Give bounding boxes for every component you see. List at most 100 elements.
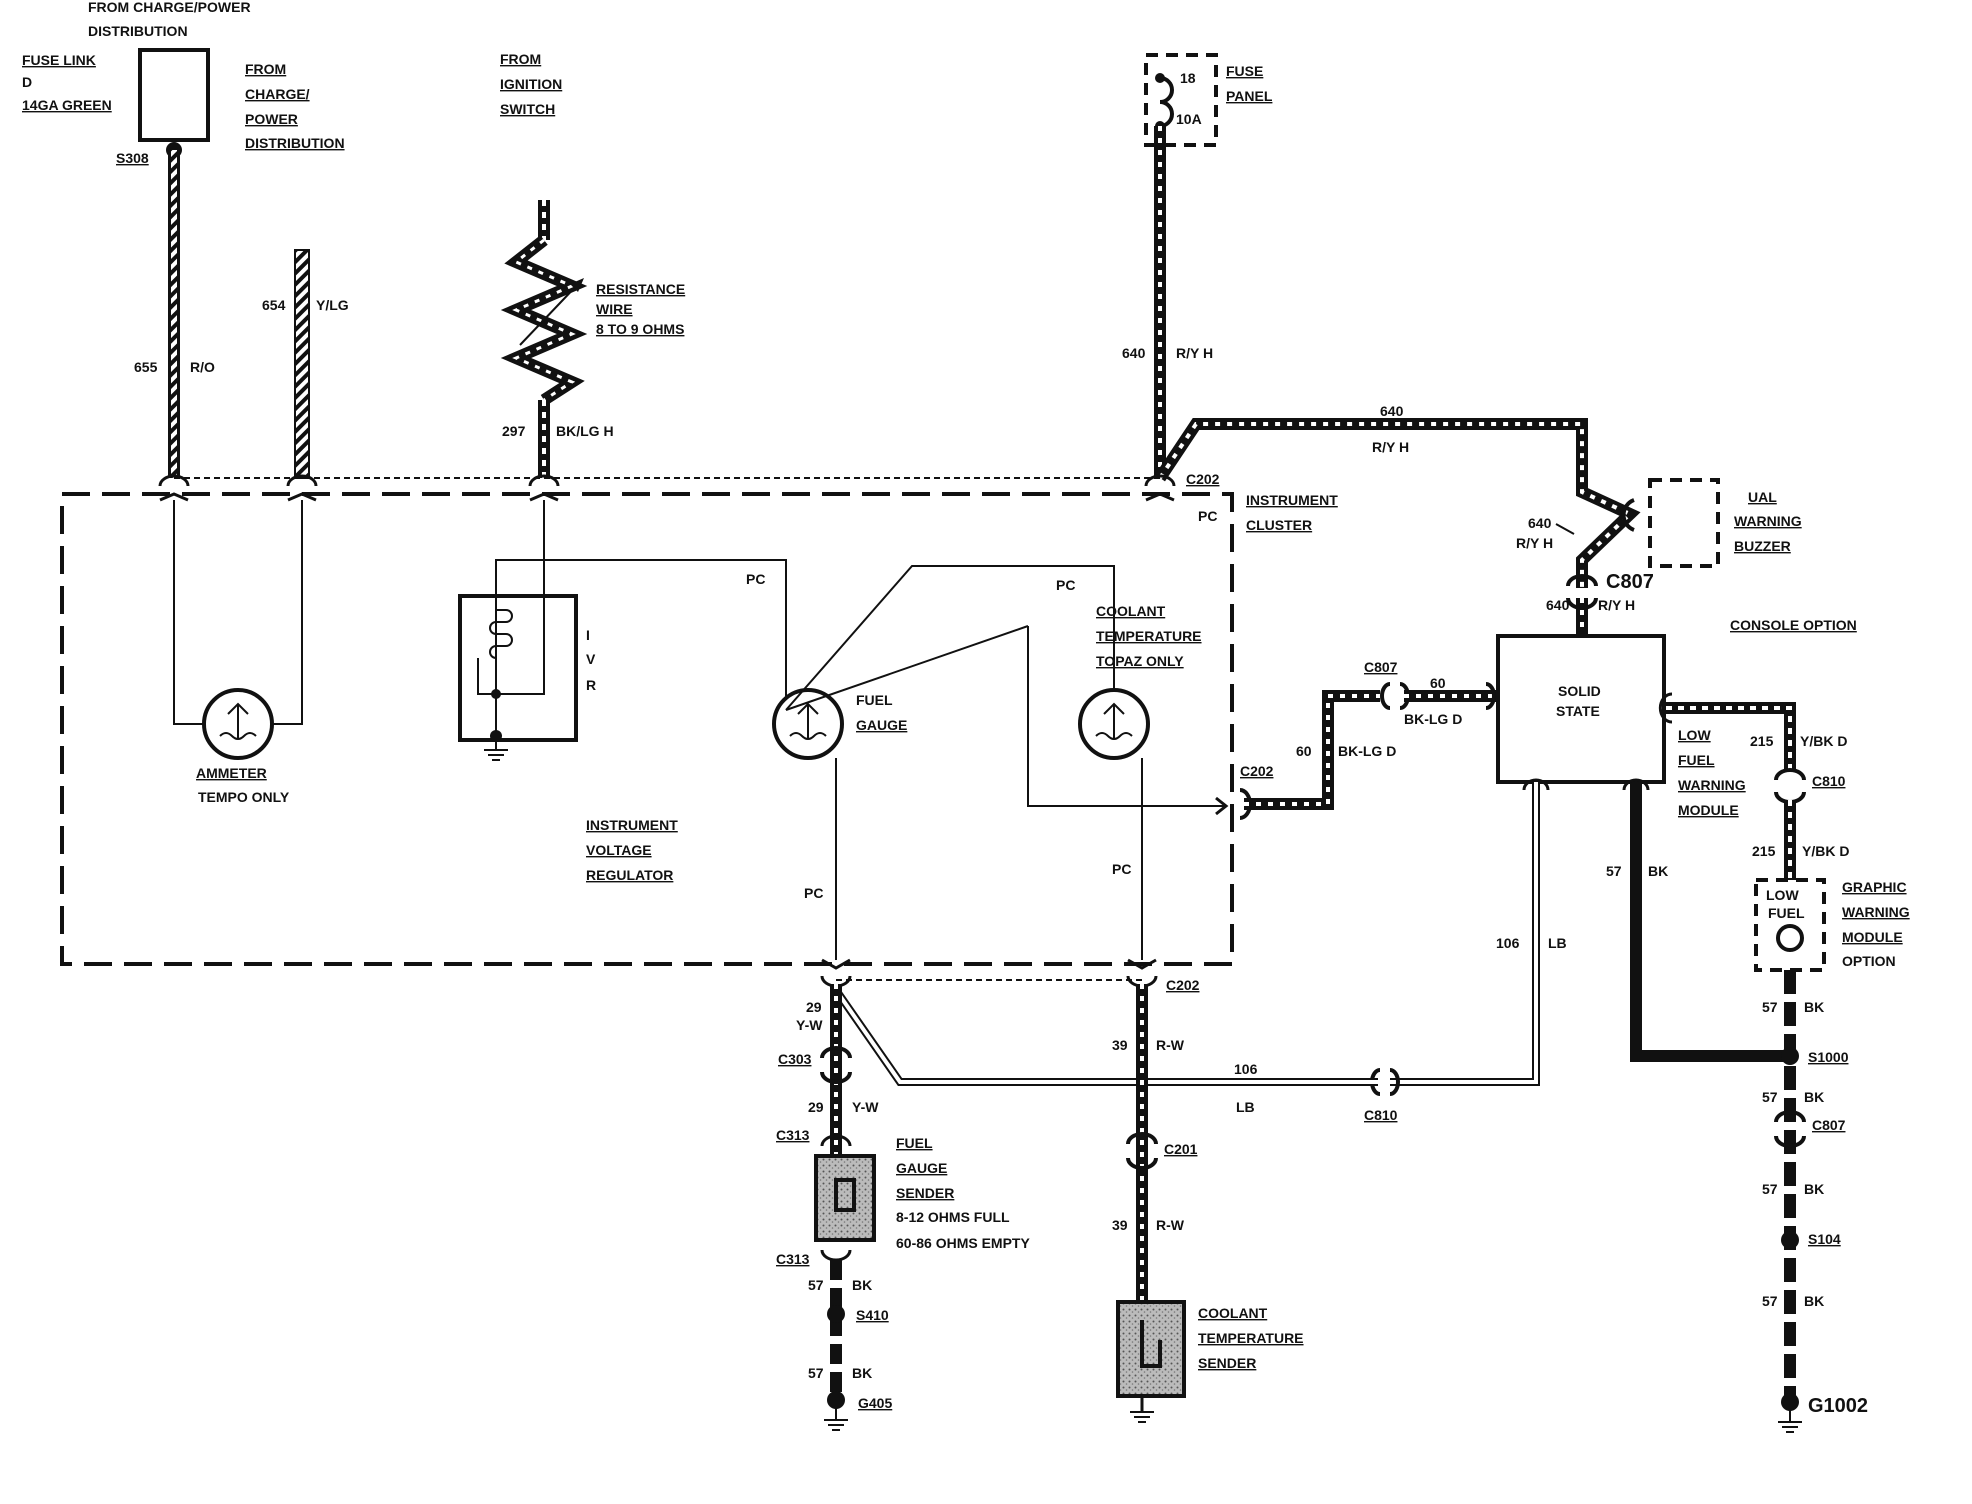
- svg-text:COOLANT: COOLANT: [1198, 1305, 1268, 1321]
- wire-215-lower-label: 215 Y/BK D: [1752, 843, 1849, 859]
- svg-text:BK: BK: [1648, 863, 1668, 879]
- c807-buzzer-label: C807: [1606, 571, 1654, 593]
- warning-buzzer-box: [1648, 478, 1720, 568]
- ammeter-wiring: [173, 500, 206, 725]
- svg-text:Y/LG: Y/LG: [316, 297, 349, 313]
- svg-text:LB: LB: [1548, 935, 1567, 951]
- svg-text:14GA GREEN: 14GA GREEN: [22, 97, 112, 113]
- svg-text:39: 39: [1112, 1037, 1128, 1053]
- svg-text:8-12 OHMS FULL: 8-12 OHMS FULL: [896, 1209, 1010, 1225]
- console-option-label: CONSOLE OPTION: [1730, 617, 1857, 633]
- s410-label: S410: [856, 1307, 889, 1323]
- svg-text:BK: BK: [852, 1277, 872, 1293]
- s104-label: S104: [1808, 1231, 1841, 1247]
- wire-640-top-label: 640 R/Y H: [1372, 403, 1409, 455]
- svg-text:60-86 OHMS EMPTY: 60-86 OHMS EMPTY: [896, 1235, 1030, 1251]
- svg-text:Y-W: Y-W: [796, 1017, 823, 1033]
- svg-text:8 TO 9 OHMS: 8 TO 9 OHMS: [596, 321, 684, 337]
- resistance-wire-zigzag: [500, 235, 588, 406]
- instrument-cluster-label: INSTRUMENT CLUSTER: [1246, 492, 1338, 533]
- svg-text:654: 654: [262, 297, 286, 313]
- buzzer-connector: [1621, 498, 1635, 532]
- g405-label: G405: [858, 1395, 892, 1411]
- c807-lower-label: C807: [1812, 1117, 1846, 1133]
- fuse-link-label: FUSE LINK D 14GA GREEN: [22, 52, 112, 113]
- svg-text:FROM: FROM: [245, 61, 286, 77]
- splice-s1000: [1781, 1047, 1799, 1065]
- wire-57-r2-label: 57 BK: [1762, 1089, 1824, 1105]
- svg-text:DISTRIBUTION: DISTRIBUTION: [88, 23, 188, 39]
- svg-text:UAL: UAL: [1748, 489, 1777, 505]
- svg-text:FUSE: FUSE: [1226, 63, 1263, 79]
- svg-text:R-W: R-W: [1156, 1217, 1185, 1233]
- svg-text:D: D: [22, 74, 32, 90]
- svg-text:FUEL: FUEL: [856, 692, 893, 708]
- wire-57-fuel2-label: 57 BK: [808, 1365, 872, 1381]
- svg-text:FUEL: FUEL: [1678, 752, 1715, 768]
- wire-57-r3-label: 57 BK: [1762, 1181, 1824, 1197]
- svg-text:REGULATOR: REGULATOR: [586, 867, 673, 883]
- svg-text:BK: BK: [1804, 1293, 1824, 1309]
- wire-297-label: 297 BK/LG H: [502, 423, 614, 439]
- charge-power-top-label: FROM CHARGE/POWER DISTRIBUTION: [88, 0, 251, 39]
- svg-text:IGNITION: IGNITION: [500, 76, 562, 92]
- ivr-ground-icon: [484, 736, 508, 761]
- svg-text:STATE: STATE: [1556, 703, 1600, 719]
- wire-39-upper-label: 39 R-W: [1112, 1037, 1185, 1053]
- low-fuel-warning-module: [1496, 634, 1666, 784]
- arrow-640: [1555, 523, 1575, 535]
- svg-text:BK: BK: [1804, 1089, 1824, 1105]
- svg-text:BK: BK: [852, 1365, 872, 1381]
- svg-text:57: 57: [808, 1277, 824, 1293]
- wire-60-upper-label: 60 BK-LG D: [1404, 675, 1462, 727]
- svg-text:LOW: LOW: [1766, 887, 1799, 903]
- g1002-label: G1002: [1808, 1395, 1868, 1417]
- wire-57-r4-label: 57 BK: [1762, 1293, 1824, 1309]
- ivr-heater-element: [489, 609, 513, 659]
- wire-60-lower-label: 60 BK-LG D: [1296, 743, 1396, 759]
- svg-text:TEMPERATURE: TEMPERATURE: [1198, 1330, 1304, 1346]
- svg-text:TEMPO ONLY: TEMPO ONLY: [198, 789, 290, 805]
- pc-label-4: PC: [804, 885, 823, 901]
- svg-text:640: 640: [1122, 345, 1146, 361]
- svg-text:BK: BK: [1804, 999, 1824, 1015]
- svg-text:R-W: R-W: [1156, 1037, 1185, 1053]
- c810-right-connector: [1774, 768, 1806, 804]
- c810-bottom-label: C810: [1364, 1107, 1398, 1123]
- c313-bottom-label: C313: [776, 1251, 810, 1267]
- svg-text:BK-LG D: BK-LG D: [1338, 743, 1396, 759]
- svg-text:TEMPERATURE: TEMPERATURE: [1096, 628, 1202, 644]
- fuse-values: 18 10A: [1176, 70, 1202, 127]
- pc-label-3: PC: [1056, 577, 1075, 593]
- c202-top-connectors: [158, 474, 1176, 502]
- c807-lower-connector: [1774, 1110, 1806, 1148]
- svg-text:BK: BK: [1804, 1181, 1824, 1197]
- fuel-gauge-pc-wire: [785, 565, 1115, 720]
- svg-text:60: 60: [1296, 743, 1312, 759]
- wire-106-horiz: [832, 987, 1378, 1086]
- wire-640-module-label: 640 R/Y H: [1546, 597, 1635, 613]
- svg-text:WARNING: WARNING: [1842, 904, 1910, 920]
- svg-text:60: 60: [1430, 675, 1446, 691]
- c202-bottom-label: C202: [1166, 977, 1200, 993]
- svg-text:R: R: [586, 677, 596, 693]
- svg-text:39: 39: [1112, 1217, 1128, 1233]
- svg-text:MODULE: MODULE: [1678, 802, 1739, 818]
- graphic-module-inner-label: LOW FUEL: [1766, 887, 1805, 921]
- svg-text:FROM CHARGE/POWER: FROM CHARGE/POWER: [88, 0, 251, 15]
- charge-power-box: [138, 48, 210, 142]
- buzzer-label: UAL WARNING BUZZER: [1734, 489, 1802, 554]
- wire-106: [1390, 782, 1540, 1086]
- instrument-cluster-box: [60, 492, 1234, 966]
- svg-text:GAUGE: GAUGE: [896, 1160, 947, 1176]
- svg-text:SENDER: SENDER: [896, 1185, 954, 1201]
- fuel-sender-icon: [834, 1178, 856, 1212]
- wire-29-upper-label: 29 Y-W: [796, 999, 823, 1033]
- svg-text:297: 297: [502, 423, 526, 439]
- wire-640-buzzer-label: 640 R/Y H: [1516, 515, 1553, 551]
- wire-57-r1-label: 57 BK: [1762, 999, 1824, 1015]
- svg-text:106: 106: [1234, 1061, 1258, 1077]
- c807-module-label: C807: [1364, 659, 1398, 675]
- svg-text:RESISTANCE: RESISTANCE: [596, 281, 685, 297]
